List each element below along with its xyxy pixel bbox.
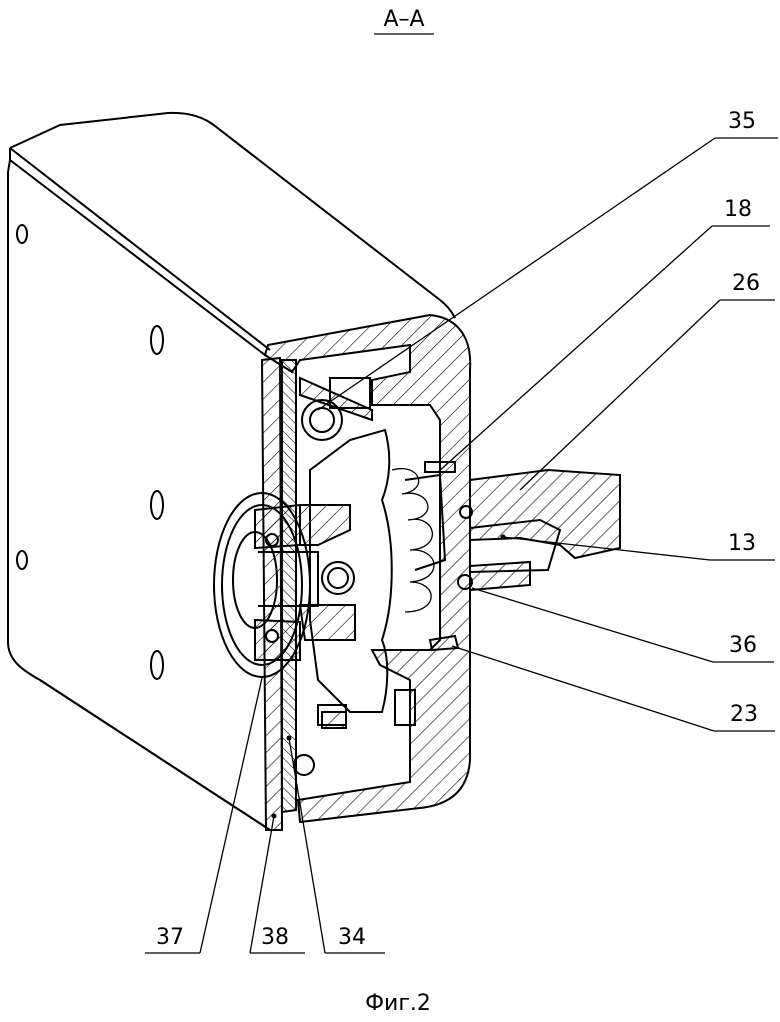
o-ring-icon [265, 629, 279, 643]
housing-corner [7, 148, 11, 173]
leader-line [317, 137, 716, 411]
section-title-text: A–A [383, 7, 424, 32]
mounting-hole-icon [16, 224, 28, 244]
figure-caption: Фиг.2 [365, 991, 431, 1016]
callout-13: 13 [728, 531, 756, 556]
lower-support [394, 689, 416, 726]
housing-section [260, 313, 472, 831]
housing-top-edge [9, 111, 456, 319]
spring-coil-icon [391, 467, 435, 613]
leader-line [519, 299, 721, 491]
leader-line [249, 815, 275, 954]
shaft-hub-upper [299, 504, 351, 546]
output-shaft-sleeve [469, 468, 621, 560]
o-ring-icon [265, 533, 279, 547]
shaft-o-ring-icon [459, 505, 473, 519]
leader-line [471, 587, 714, 663]
callout-18: 18 [724, 197, 752, 222]
spring-cage [404, 473, 447, 571]
center-pin-inner [327, 567, 349, 589]
hub-flange-outer [213, 492, 311, 678]
inner-mechanism [293, 376, 460, 776]
mounting-hole-icon [16, 550, 28, 570]
leader-line [199, 677, 263, 954]
callout-35: 35 [728, 109, 756, 134]
upper-bearing-inner [309, 407, 335, 433]
front-cover-plate [260, 356, 284, 831]
leader-line [502, 536, 711, 561]
shaft-body [258, 551, 319, 607]
mounting-hole-icon [150, 490, 164, 520]
output-shaft-core [469, 518, 562, 574]
shaft-hub-lower [298, 604, 356, 641]
callout-38: 38 [261, 925, 289, 950]
hub-flange-inner [221, 504, 303, 666]
output-shaft [457, 468, 621, 592]
housing-front-top-edge [9, 159, 266, 356]
lower-block-hatch [321, 711, 347, 729]
callouts: 35 18 26 13 36 23 37 38 34 [145, 109, 778, 954]
leader-line [437, 225, 713, 473]
mounting-hole-icon [150, 650, 164, 680]
front-seal-layer [281, 359, 297, 814]
housing-cut-wall [263, 313, 472, 824]
section-title: A–A [374, 7, 434, 35]
output-shaft-lower [469, 560, 531, 592]
housing-left-face [7, 172, 271, 831]
leader-line [451, 645, 715, 732]
shaft-assembly [213, 492, 319, 678]
callout-34: 34 [338, 925, 366, 950]
mounting-hole-icon [150, 325, 164, 355]
callout-23: 23 [730, 702, 758, 727]
upper-screw-icon [424, 461, 456, 473]
leader-dot [500, 534, 506, 540]
housing-body [7, 111, 456, 831]
housing-bottom-edge [39, 679, 271, 831]
upper-bracket [299, 376, 373, 422]
callout-37: 37 [156, 925, 184, 950]
lever-plate [309, 428, 393, 713]
shaft-o-ring-icon [457, 574, 473, 590]
callout-26: 26 [732, 271, 760, 296]
housing-ridge [9, 147, 271, 351]
center-pin-icon [321, 561, 355, 595]
callout-36: 36 [729, 633, 757, 658]
leader-line [288, 737, 326, 954]
